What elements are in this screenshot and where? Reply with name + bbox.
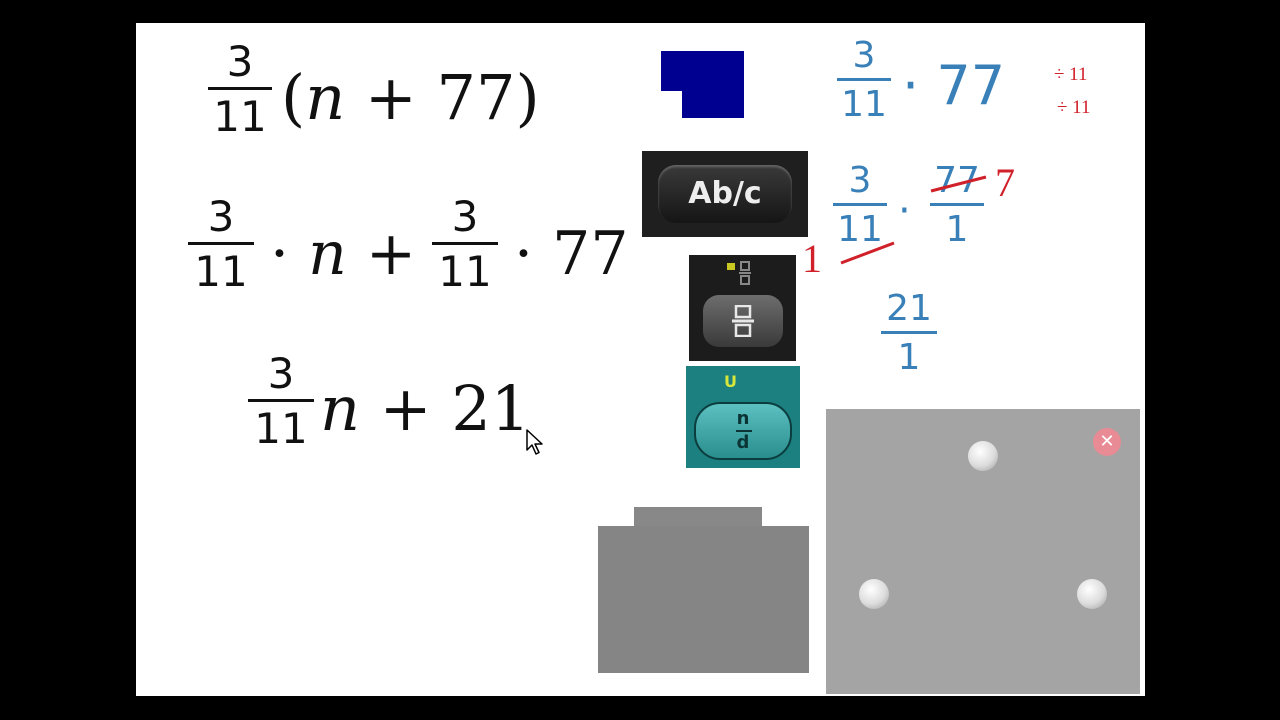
strike-77 (930, 175, 987, 193)
fraction-template-icon (732, 305, 754, 337)
step2-fraction-2: 77 1 (930, 163, 984, 248)
constant: 77 (936, 54, 1006, 117)
step1-fraction: 3 11 (837, 38, 891, 123)
gray-box (598, 526, 809, 673)
navy-block (661, 51, 744, 118)
fraction-key-template (689, 255, 796, 361)
fraction-bar (188, 242, 254, 245)
divide-note-1: ÷ 11 (1054, 64, 1088, 85)
divide-note-2: ÷ 11 (1057, 97, 1091, 118)
line2-numerator-1: 3 (207, 192, 235, 241)
constant: 77 (552, 219, 629, 289)
knob-bottom-right[interactable] (1077, 579, 1107, 609)
constant: 21 (451, 372, 531, 445)
fraction-key-cap (703, 295, 783, 347)
fraction-bar (833, 203, 887, 206)
line3-denominator: 11 (254, 404, 308, 453)
step2-dot: · (898, 188, 911, 234)
fraction-bar (248, 399, 314, 402)
step2-denominator-2: 1 (945, 209, 969, 250)
fraction-key-nd: U n d (686, 366, 800, 468)
plus-sign: + (379, 372, 432, 445)
step2-numerator-1: 3 (848, 160, 872, 201)
reduced-denominator: 1 (802, 236, 822, 281)
plus-sign: + (365, 219, 417, 289)
line2-fraction-1: 3 11 (188, 196, 254, 293)
line1-numerator: 3 (226, 37, 254, 86)
fraction-key-abc: Ab/c (642, 151, 808, 237)
abc-key-cap: Ab/c (658, 165, 792, 223)
line2-numerator-2: 3 (451, 192, 479, 241)
line3-expression: n + 21 (320, 378, 530, 440)
step1-numerator: 3 (852, 35, 876, 76)
nd-key-numerator: n (736, 408, 750, 429)
variable-n: n (305, 61, 346, 134)
constant: 77 (436, 61, 516, 134)
step2-fraction-1: 3 11 (833, 163, 887, 248)
variable-n: n (320, 372, 360, 445)
step3-fraction: 21 1 (881, 291, 937, 376)
line3-fraction: 3 11 (248, 353, 314, 450)
plus-sign: + (364, 61, 417, 134)
open-paren: ( (281, 61, 306, 134)
reduced-numerator: 7 (995, 160, 1015, 205)
line1-expression: (n + 77) (281, 67, 540, 129)
fraction-bar (432, 242, 498, 245)
step1-rest: · 77 (902, 59, 1005, 113)
fraction-bar (930, 203, 984, 206)
line2-denominator-2: 11 (438, 247, 492, 296)
knob-top[interactable] (968, 441, 998, 471)
shift-label: U (724, 372, 737, 391)
nd-key-denominator: d (736, 432, 750, 453)
close-paren: ) (515, 61, 540, 134)
close-icon[interactable]: ✕ (1093, 428, 1121, 456)
step3-denominator: 1 (897, 337, 921, 378)
dot-operator: · (514, 219, 534, 289)
mouse-pointer-icon (526, 429, 543, 455)
line2-fraction-2: 3 11 (432, 196, 498, 293)
variable-n: n (308, 219, 347, 289)
strike-11 (840, 241, 895, 265)
line2-denominator-1: 11 (194, 247, 248, 296)
line3-numerator: 3 (267, 349, 295, 398)
dot-operator: · (270, 219, 290, 289)
step3-numerator: 21 (886, 288, 932, 329)
fraction-bar (208, 87, 272, 90)
line2-middle: · n + (270, 224, 416, 284)
cancel-strikes (840, 175, 987, 265)
step2-denominator-1: 11 (837, 209, 883, 250)
step1-denominator: 11 (841, 84, 887, 125)
line1-fraction: 3 11 (208, 41, 272, 138)
line1-denominator: 11 (213, 92, 267, 141)
slide: 3 11 (n + 77) 3 11 · n + 3 11 · 77 3 11 … (136, 23, 1145, 696)
dot-operator: · (902, 54, 920, 117)
knob-bottom-left[interactable] (859, 579, 889, 609)
fraction-bar (837, 78, 891, 81)
fraction-bar (881, 331, 937, 334)
line2-end: · 77 (514, 224, 629, 284)
nd-key-bar (736, 430, 752, 432)
nd-key-cap: n d (694, 402, 792, 460)
fraction-template-small-icon (727, 261, 751, 285)
gray-panel (826, 409, 1140, 694)
